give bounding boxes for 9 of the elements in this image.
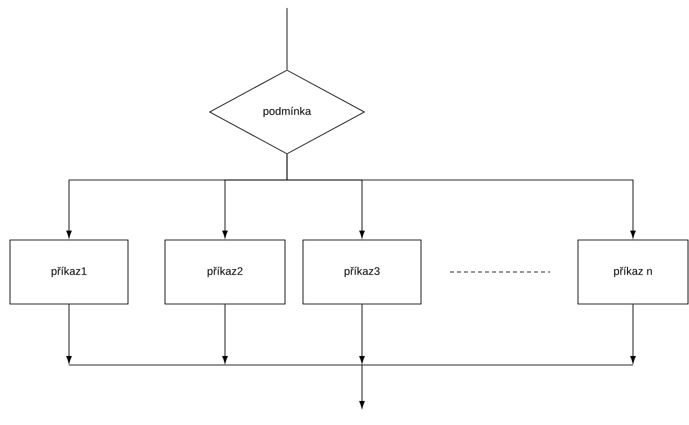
process-box: příkaz n [578,240,688,304]
arrow [222,304,228,364]
arrow [286,154,636,238]
arrow [359,304,365,364]
process-box: příkaz1 [10,240,128,304]
arrow [66,304,72,364]
process-box: příkaz2 [164,240,286,304]
process-box: příkaz3 [302,240,422,304]
arrow [630,304,636,364]
